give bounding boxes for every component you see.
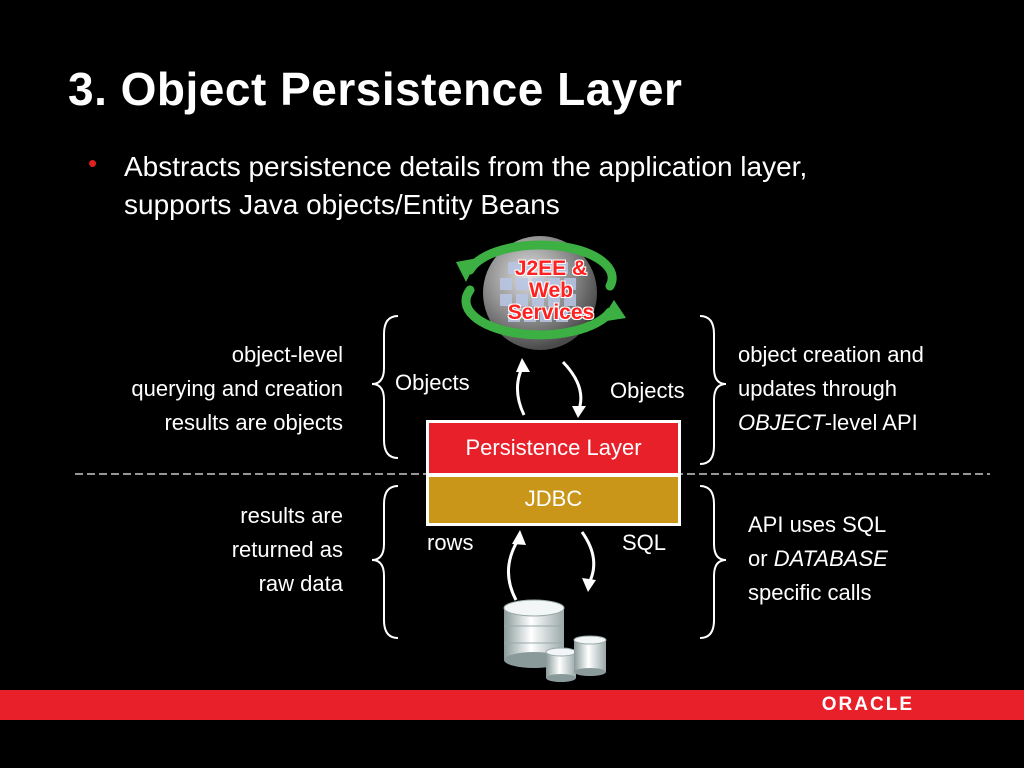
database-icon (503, 599, 607, 682)
oracle-logo: ORACLE (821, 694, 914, 715)
bullet-marker: • (88, 148, 98, 178)
lower-right-note: API uses SQL or DATABASE specific calls (748, 512, 888, 605)
brace-lower-right (699, 485, 727, 639)
upper-right-note: object creation and updates through OBJE… (738, 342, 924, 435)
rows-label: rows (427, 530, 473, 555)
brace-lower-left (371, 485, 399, 639)
rows-sql-flow-arrows (506, 530, 596, 601)
refresh-arrows-icon (456, 240, 626, 340)
objects-label-right: Objects (610, 378, 685, 403)
lower-left-note: results are returned as raw data (231, 503, 343, 596)
upper-left-note: object-level querying and creation resul… (131, 342, 343, 435)
brace-upper-left (371, 315, 399, 459)
objects-label-left: Objects (395, 370, 470, 395)
j2ee-web-services-label: J2EE & Web Services (507, 257, 595, 324)
globe-icon (483, 236, 597, 350)
slide-title: 3. Object Persistence Layer (68, 63, 683, 115)
brace-upper-right (699, 315, 727, 465)
sql-label: SQL (622, 530, 666, 555)
bullet-text: Abstracts persistence details from the a… (124, 151, 808, 220)
jdbc-box: JDBC (426, 476, 681, 526)
objects-flow-arrows (516, 358, 586, 418)
footer-bar: ORACLE (0, 690, 1024, 720)
persistence-layer-box: Persistence Layer (426, 420, 681, 476)
